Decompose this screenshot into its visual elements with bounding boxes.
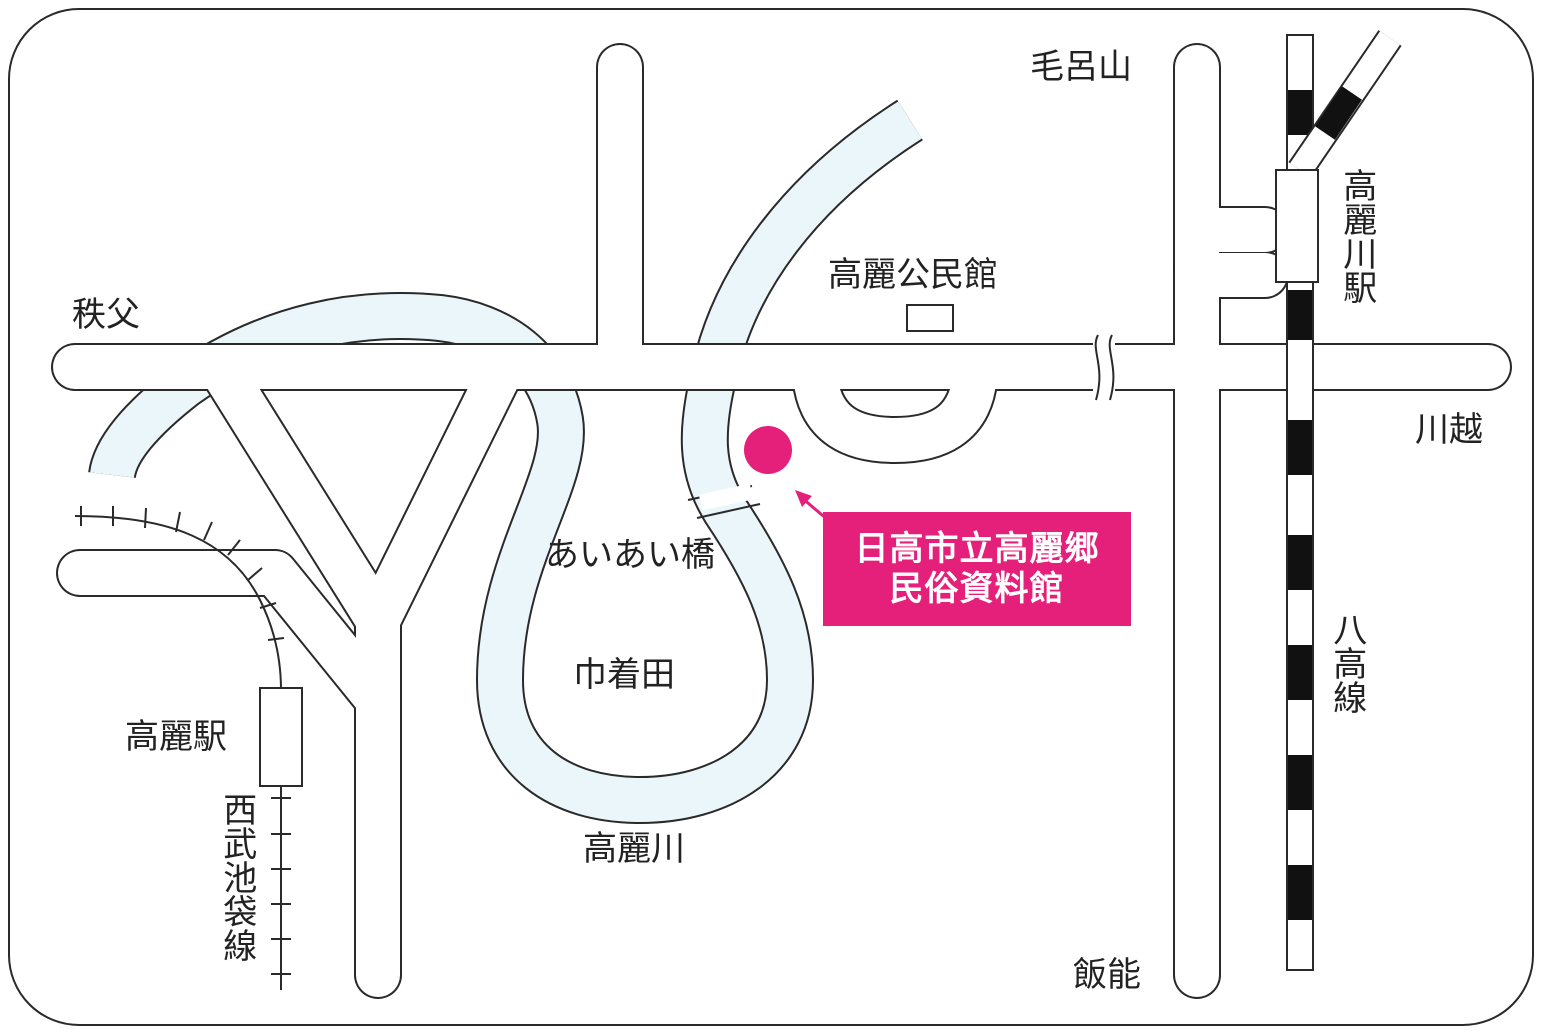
aiai-bridge-structure (687, 483, 761, 519)
label-koma-station: 高麗駅 (125, 717, 227, 757)
hachiko-railway (1286, 34, 1314, 971)
branch-railway (1288, 30, 1402, 178)
location-dot-icon (744, 426, 792, 474)
label-hachiko-line: 八高線 (1326, 612, 1367, 714)
roads-fill (53, 45, 1510, 997)
road-break-mark (1093, 334, 1115, 401)
label-kawagoe: 川越 (1415, 410, 1483, 450)
label-aiai-bridge: あいあい橋 (545, 535, 715, 575)
destination-callout: 日高市立高麗郷 民俗資料館 (823, 512, 1131, 626)
label-kinchakuda: 巾着田 (573, 655, 675, 695)
label-seibu-ikebukuro-line: 西武池袋線 (216, 792, 257, 962)
label-chichibu: 秩父 (72, 295, 140, 335)
label-moroyama: 毛呂山 (1030, 47, 1132, 87)
community-hall-building (906, 304, 954, 332)
koma-river (88, 99, 923, 824)
komagawa-station-box (1275, 169, 1319, 283)
label-koma-river: 高麗川 (583, 829, 685, 869)
destination-name-line2: 民俗資料館 (889, 569, 1065, 609)
label-hanno: 飯能 (1073, 955, 1141, 995)
label-koma-community-hall: 高麗公民館 (828, 255, 998, 295)
label-komagawa-station: 高麗川駅 (1336, 168, 1377, 304)
koma-station-box (259, 687, 303, 787)
destination-name-line1: 日高市立高麗郷 (854, 528, 1100, 569)
seibu-railway (74, 506, 291, 990)
